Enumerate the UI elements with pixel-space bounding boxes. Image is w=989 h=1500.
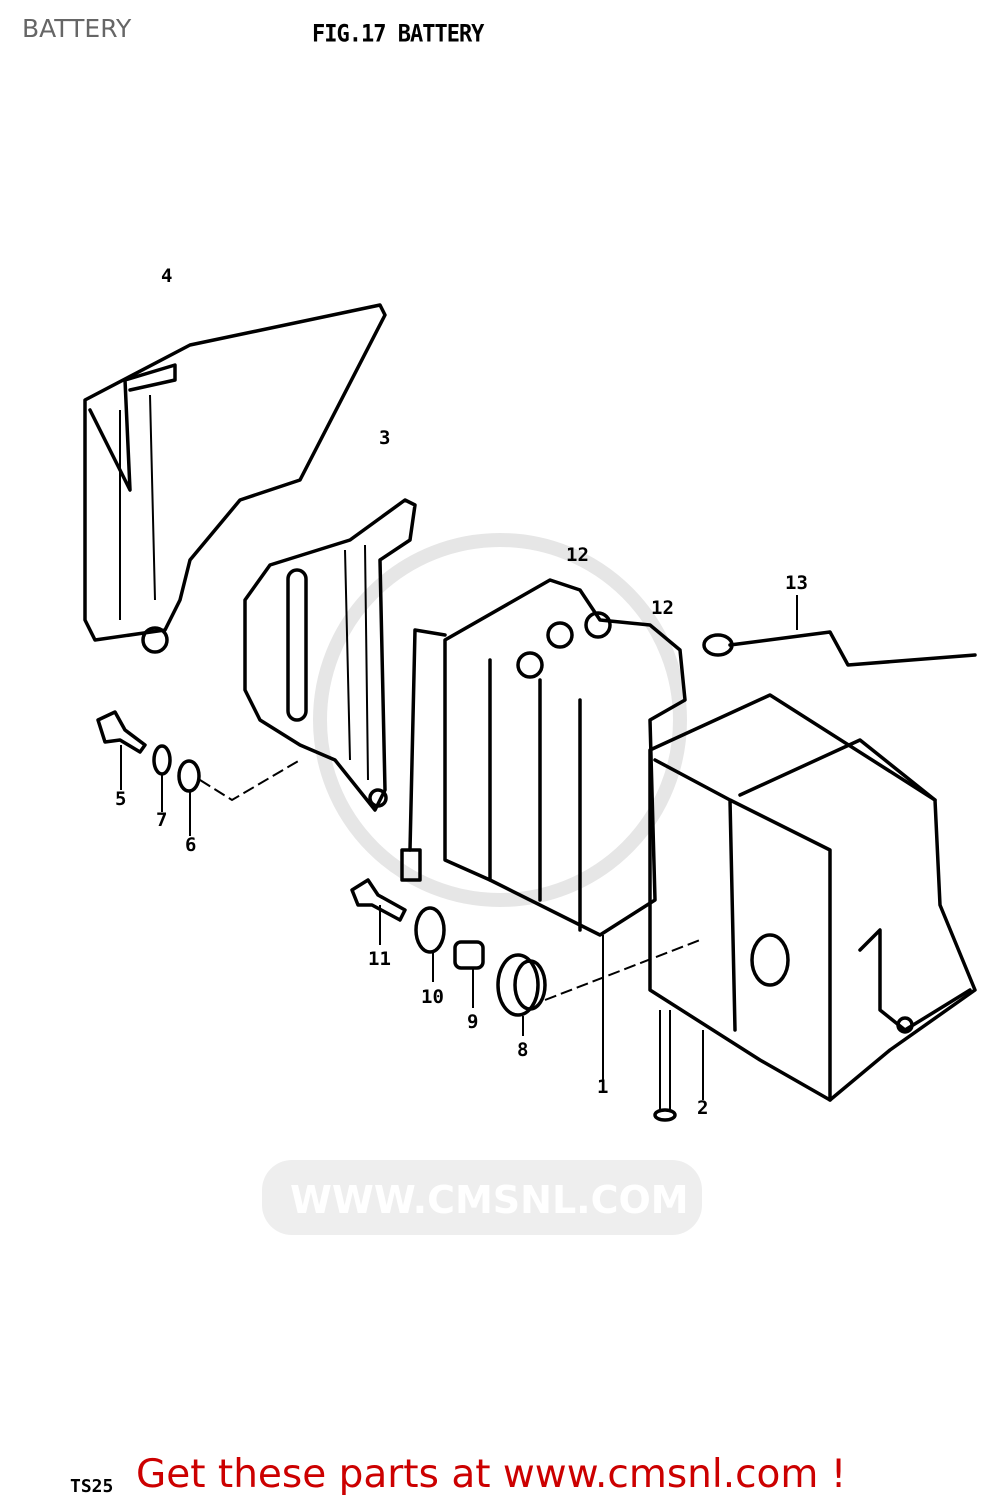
callout-1: 1: [597, 1076, 608, 1098]
watermark-text: WWW.CMSNL.COM: [290, 1178, 689, 1222]
callout-12: 12: [566, 544, 589, 566]
callout-8: 8: [517, 1039, 528, 1061]
part-7-lock-washer[interactable]: [152, 744, 172, 812]
model-code: TS25: [70, 1476, 114, 1497]
callout-10: 10: [421, 986, 444, 1008]
part-11-bolt[interactable]: [350, 878, 407, 945]
callout-11: 11: [368, 948, 391, 970]
callout-13: 13: [785, 572, 808, 594]
callout-4: 4: [161, 265, 172, 287]
promo-link[interactable]: Get these parts at www.cmsnl.com !: [136, 1452, 847, 1497]
part-4-battery-cover[interactable]: [83, 303, 387, 654]
callout-12: 12: [651, 597, 674, 619]
callout-3: 3: [379, 427, 390, 449]
part-13-ground-lead[interactable]: [702, 595, 977, 667]
figure-title: FIG.17 BATTERY: [312, 20, 484, 49]
assembly-line: [199, 759, 301, 802]
part-6-washer[interactable]: [177, 759, 201, 836]
callout-7: 7: [156, 809, 167, 831]
part-10-washer[interactable]: [414, 906, 446, 982]
page-title: BATTERY: [22, 14, 132, 43]
part-1-battery[interactable]: [400, 578, 687, 1090]
part-3-bracket[interactable]: [243, 498, 417, 812]
part-8-grommet[interactable]: [496, 953, 547, 1036]
part-2-battery-case[interactable]: [648, 693, 977, 1122]
callout-6: 6: [185, 834, 196, 856]
callout-5: 5: [115, 788, 126, 810]
callout-2: 2: [697, 1097, 708, 1119]
part-9-collar[interactable]: [453, 940, 485, 1008]
callout-9: 9: [467, 1011, 478, 1033]
assembly-line: [544, 939, 701, 1001]
watermark: WWW.CMSNL.COM: [262, 533, 702, 1235]
part-5-bolt[interactable]: [96, 710, 147, 790]
